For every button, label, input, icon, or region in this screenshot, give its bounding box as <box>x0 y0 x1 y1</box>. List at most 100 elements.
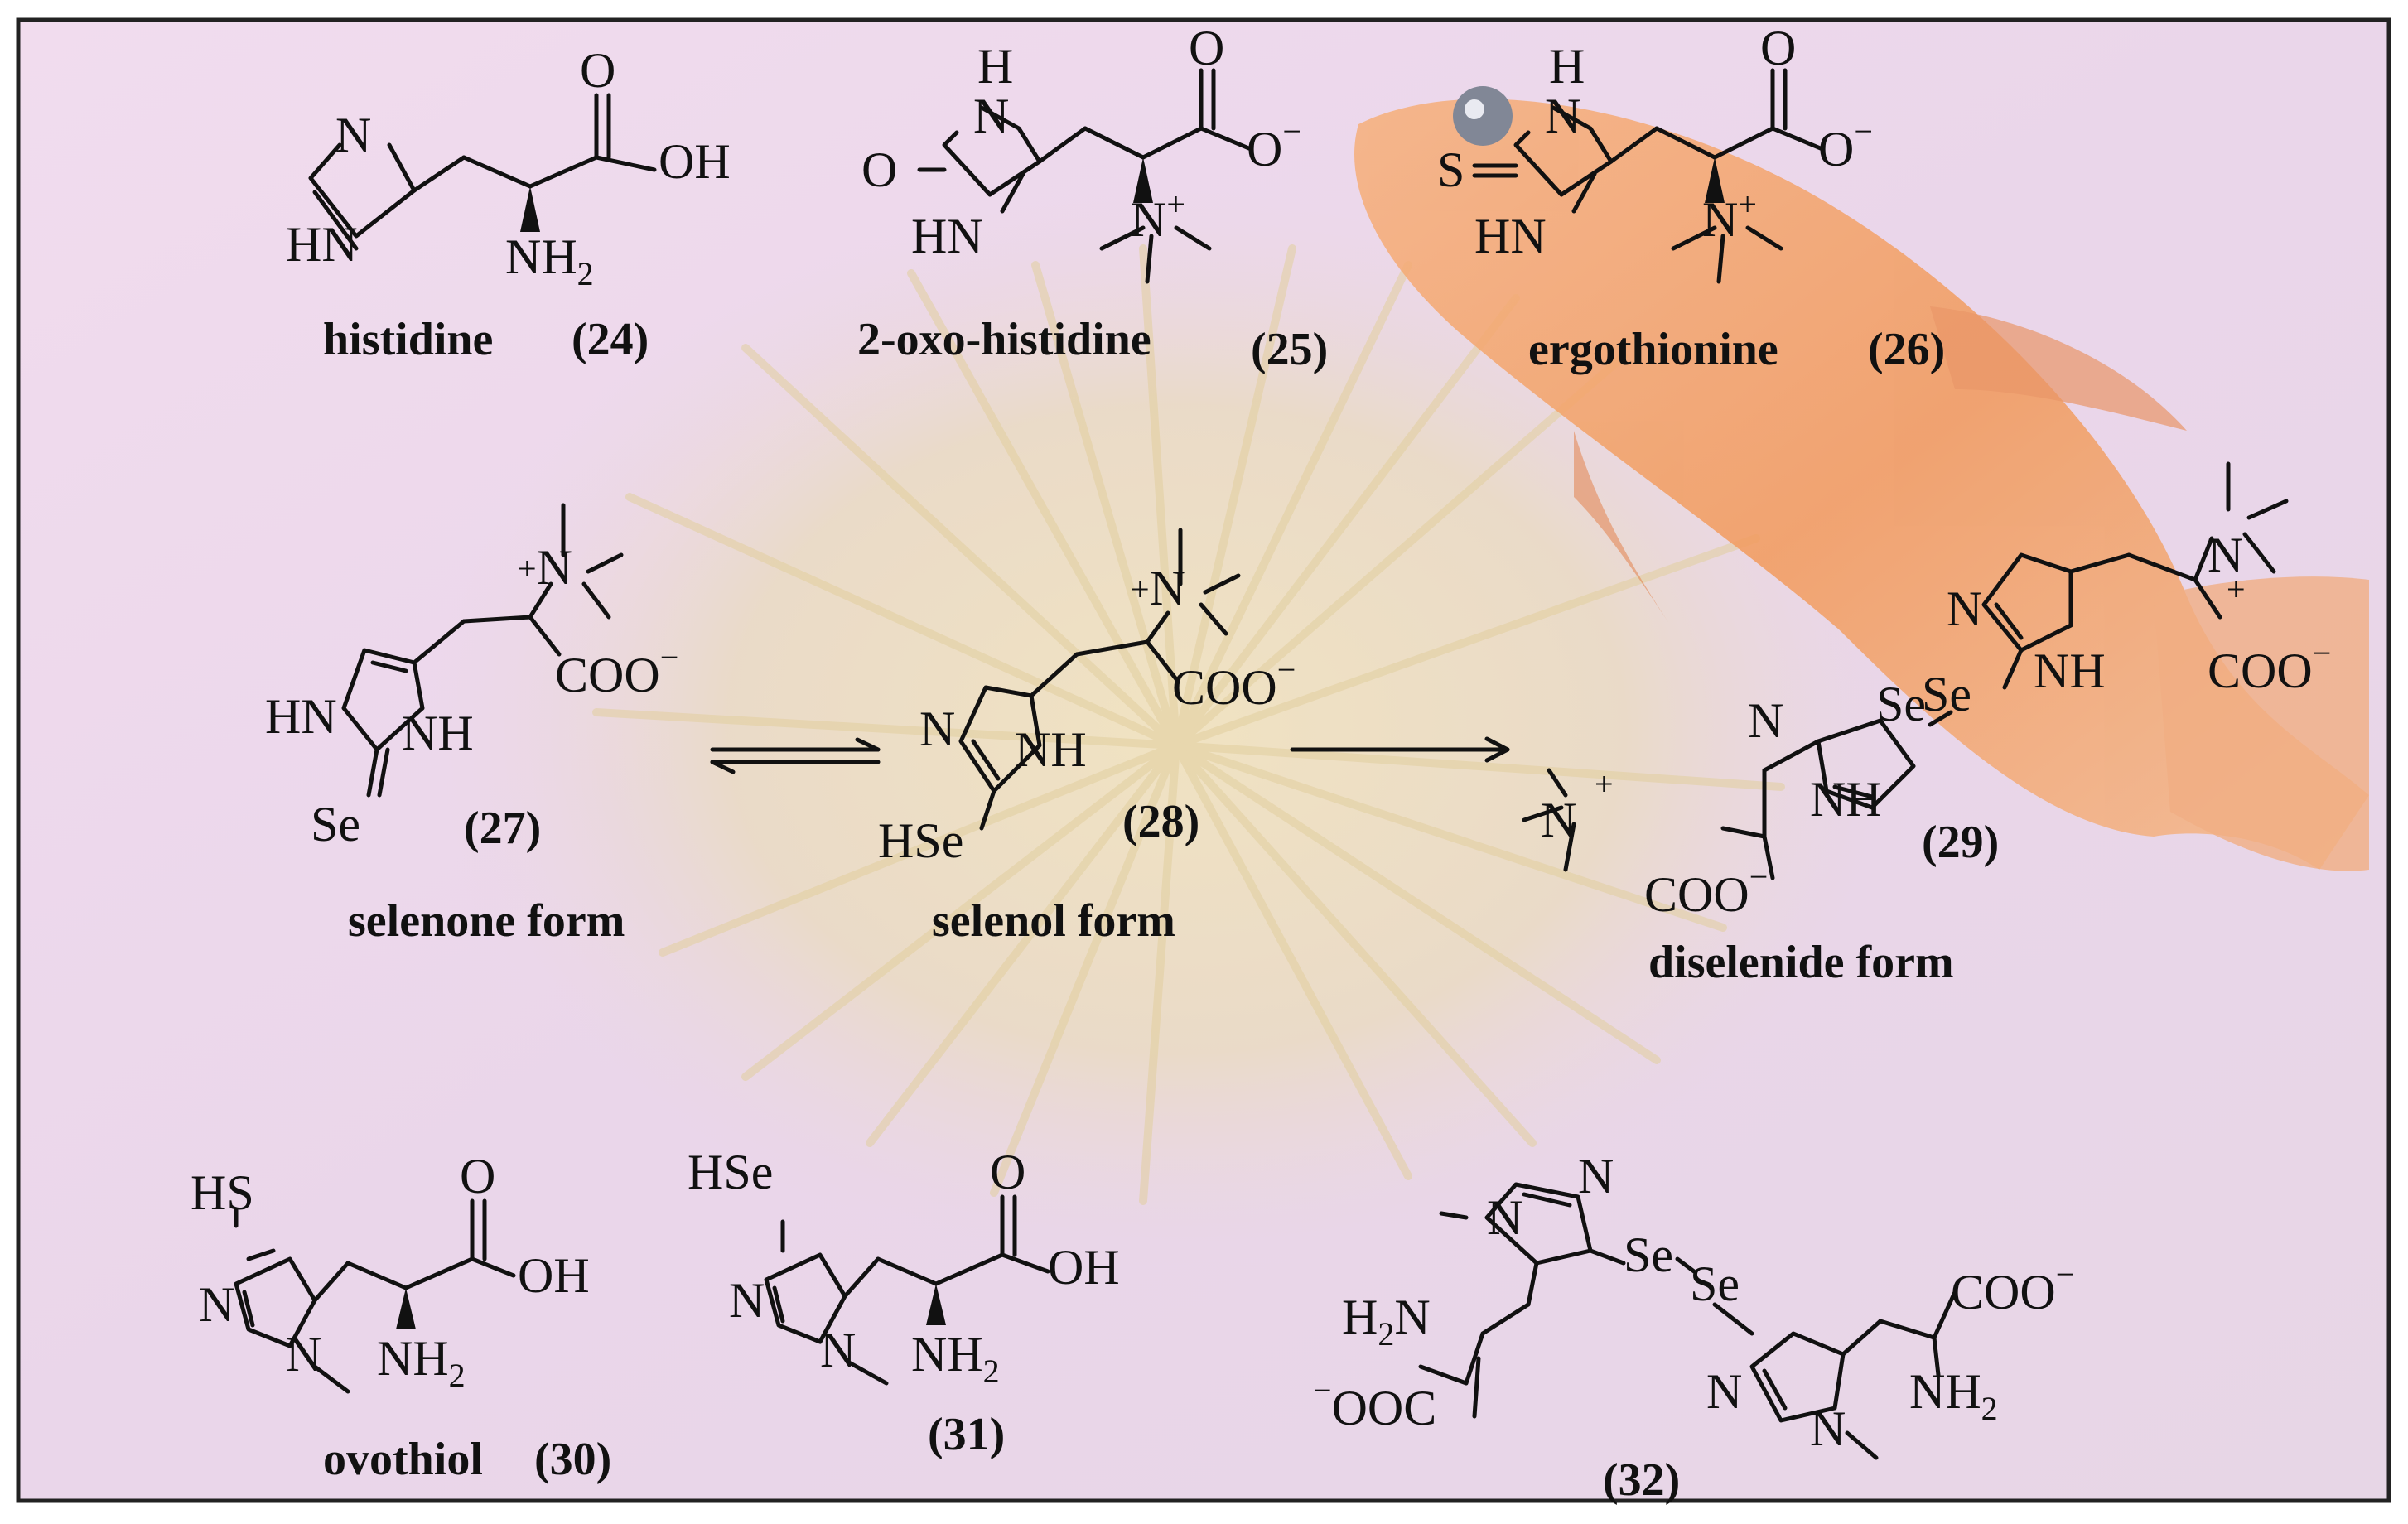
number-24: (24) <box>572 314 649 365</box>
atom-N: N <box>286 1327 321 1382</box>
atom-O: O <box>861 142 897 197</box>
number-31: (31) <box>928 1409 1005 1460</box>
atom-N: N <box>820 1323 856 1377</box>
atom-N: N <box>1545 89 1580 143</box>
atom-NH: NH <box>1015 722 1087 777</box>
structure-selenol-form: N NH HSe +N COO− (28) selenol form <box>878 528 1296 947</box>
atom-H: H <box>977 39 1013 94</box>
equilibrium-arrow <box>710 737 881 774</box>
atom-plus-sign: + <box>1595 765 1614 803</box>
structure-ergothionine: H N S HN O O− N+ ergothionine (26) <box>1437 21 1945 375</box>
atom-Se: Se <box>1624 1227 1673 1282</box>
atom-HN: HN <box>911 209 983 263</box>
atom-NH: NH <box>402 706 474 760</box>
atom-NH: NH <box>2034 644 2106 698</box>
structure-ovothiol: HS N N O OH NH2 ovothiol (30) <box>191 1149 611 1485</box>
atom-COO-minus: COO− <box>555 639 678 702</box>
number-32: (32) <box>1603 1454 1680 1506</box>
atom-O: O− <box>1818 113 1873 176</box>
caption-selenone-form: selenone form <box>348 895 625 947</box>
atom-NH: NH <box>1810 772 1882 827</box>
atom-N: N <box>729 1273 765 1328</box>
atom-COO-minus: COO− <box>2208 634 2331 698</box>
structure-diselenide-form: N NH N + COO− Se Se N NH N + COO− (29) d… <box>1522 461 2331 988</box>
number-26: (26) <box>1868 324 1945 375</box>
fish-tail <box>2154 576 2369 871</box>
atom-NH2: NH2 <box>377 1331 466 1394</box>
atom-O: O <box>990 1145 1025 1199</box>
structure-selenone-form: HN NH Se +N COO− (27) selenone form <box>265 503 678 947</box>
atom-Se: Se <box>1876 677 1926 731</box>
atom-N-plus: +N <box>518 540 572 595</box>
atom-COO-minus: COO− <box>1951 1256 2074 1319</box>
caption-ovothiol: ovothiol <box>323 1434 483 1485</box>
atom-N-plus: N+ <box>1131 186 1185 247</box>
atom-N: N <box>1706 1364 1742 1419</box>
number-29: (29) <box>1922 817 1999 868</box>
atom-Se: Se <box>1922 667 1971 721</box>
atom-OH: OH <box>518 1248 590 1303</box>
atom-N: N <box>973 89 1009 143</box>
atom-HN: HN <box>1474 209 1547 263</box>
atom-N: N <box>1810 1401 1846 1456</box>
sea-urchin-spines <box>592 244 1785 1205</box>
atom-COO-minus: COO− <box>1644 858 1768 922</box>
atom-N: N <box>1947 581 1982 636</box>
atom-N-plus: N <box>2208 528 2243 582</box>
number-27: (27) <box>464 803 541 854</box>
atom-Se: Se <box>1690 1256 1740 1311</box>
atom-OOC-minus: −OOC <box>1313 1372 1436 1435</box>
atom-Se: Se <box>311 797 360 851</box>
fish-eye-highlight <box>1465 99 1484 119</box>
atom-HSe: HSe <box>688 1145 773 1199</box>
atom-plus-sign: + <box>2227 571 2246 608</box>
atom-N: N <box>199 1277 234 1332</box>
structure-compound-32: N N H2N −OOC Se Se N N COO− NH2 (32) <box>1313 1149 2074 1506</box>
atom-O: O <box>460 1149 495 1203</box>
caption-selenol-form: selenol form <box>932 895 1175 947</box>
atom-N: N <box>1578 1149 1614 1203</box>
atom-O: O− <box>1247 113 1301 176</box>
fish-eye <box>1453 86 1513 146</box>
caption-diselenide-form: diselenide form <box>1648 937 1954 988</box>
atom-O: O <box>1189 21 1224 75</box>
atom-NH2: NH2 <box>911 1327 1000 1390</box>
atom-S: S <box>1437 142 1465 197</box>
caption-ergothionine: ergothionine <box>1528 324 1778 375</box>
atom-HN: HN <box>265 689 337 744</box>
atom-HN: HN <box>286 217 358 272</box>
fish-illustration <box>1354 86 2369 871</box>
number-30: (30) <box>534 1434 611 1485</box>
atom-HSe: HSe <box>878 813 963 868</box>
atom-HS: HS <box>191 1165 254 1220</box>
atom-H: H <box>1549 39 1585 94</box>
atom-N-plus: N+ <box>1702 186 1757 247</box>
figure-frame <box>16 17 2391 1503</box>
atom-O: O <box>580 43 615 98</box>
atom-COO-minus: COO− <box>1172 651 1296 715</box>
fish-body <box>1354 99 2369 870</box>
background-photo <box>18 20 2389 1501</box>
atom-N: N <box>1748 693 1783 748</box>
number-28: (28) <box>1122 796 1199 847</box>
atom-N-plus: N <box>1541 793 1576 847</box>
caption-2-oxo-histidine: 2-oxo-histidine <box>857 314 1151 365</box>
reaction-arrow <box>1290 736 1510 763</box>
atom-O: O <box>1760 21 1796 75</box>
atom-N: N <box>1487 1190 1522 1245</box>
atom-N: N <box>919 702 955 756</box>
number-25: (25) <box>1251 324 1328 375</box>
structure-histidine: N HN O OH NH2 histidine (24) <box>286 43 731 365</box>
atom-NH2: NH2 <box>505 229 594 292</box>
atom-OH: OH <box>659 134 731 189</box>
atom-NH2: NH2 <box>1909 1364 1998 1427</box>
atom-N: N <box>335 108 371 162</box>
atom-OH: OH <box>1048 1240 1120 1295</box>
structure-compound-31: HSe N N O OH NH2 (31) <box>688 1145 1120 1460</box>
structure-2-oxo-histidine: H N O HN O O− N+ 2-oxo-histidine (25) <box>857 21 1328 375</box>
caption-histidine: histidine <box>323 314 493 365</box>
atom-N-plus: +N <box>1131 561 1185 615</box>
fish-fin-top <box>1930 306 2187 431</box>
atom-H2N: H2N <box>1342 1290 1431 1353</box>
